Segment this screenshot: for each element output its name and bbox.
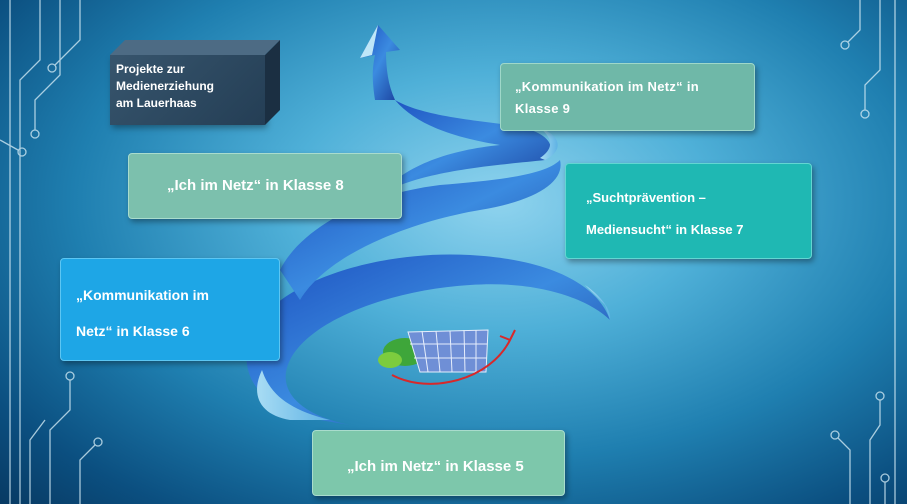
project-6-line-1: „Kommunikation im [76,287,210,303]
circuit-lines-left [0,0,103,504]
title-line-3: am Lauerhaas [116,96,197,110]
project-9-line-2: Klasse 9 [515,101,571,116]
title-box: Projekte zur Medienerziehung am Lauerhaa… [110,55,265,125]
project-7-line-1: „Suchtprävention – [586,190,706,205]
title-box-3d-edges [110,40,280,125]
project-box-klasse-6: „Kommunikation im Netz“ in Klasse 6 [60,258,280,361]
project-9-line-1: „Kommunikation im Netz“ in [515,79,700,94]
project-7-line-2: Mediensucht“ in Klasse 7 [586,222,744,237]
school-logo [378,329,516,385]
project-6-line-2: Netz“ in Klasse 6 [76,323,190,339]
circuit-lines-right [830,0,896,504]
spiral-arrow [246,25,611,425]
title-line-1: Projekte zur [116,62,185,76]
project-box-klasse-7: „Suchtprävention – Mediensucht“ in Klass… [565,163,812,259]
title-line-2: Medienerziehung [116,79,215,93]
project-box-klasse-9: „Kommunikation im Netz“ in Klasse 9 [500,63,755,131]
project-box-klasse-8: „Ich im Netz“ in Klasse 8 [128,153,402,219]
project-box-klasse-5: „Ich im Netz“ in Klasse 5 [312,430,565,496]
